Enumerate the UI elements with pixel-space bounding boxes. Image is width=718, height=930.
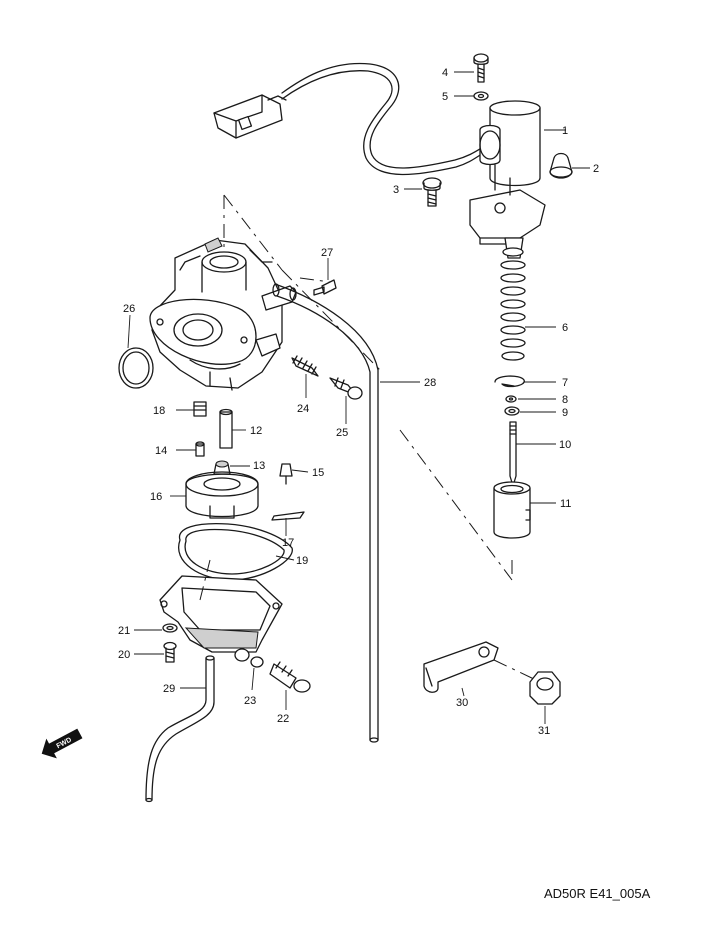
callout-25: 25 [336,427,348,439]
pilot-screw-24 [291,355,319,377]
choke-cap [549,152,573,179]
auto-choke-assembly [469,100,546,259]
callout-4: 4 [442,67,448,79]
spring-6 [500,247,526,361]
callout-28: 28 [424,377,436,389]
float-pin-17 [271,511,305,521]
callout-22: 22 [277,713,289,725]
float-needle-valve-15 [279,463,293,485]
callout-2: 2 [593,163,599,175]
callout-20: 20 [118,649,130,661]
washer-5 [473,91,489,101]
throttle-piston-11 [493,481,531,539]
callout-17: 17 [282,537,294,549]
screw-3 [422,177,442,207]
o-ring-23 [250,656,264,668]
callout-labels: 1 2 3 4 5 6 7 8 9 10 11 12 13 14 15 16 1… [118,67,599,737]
callout-19: 19 [296,555,308,567]
callout-12: 12 [250,425,262,437]
callout-9: 9 [562,407,568,419]
callout-18: 18 [153,405,165,417]
callout-8: 8 [562,394,568,406]
jet-18 [193,401,207,417]
callout-24: 24 [297,403,309,415]
callout-6: 6 [562,322,568,334]
callout-29: 29 [163,683,175,695]
washer-21 [162,623,178,633]
screw-27 [313,279,337,296]
callout-15: 15 [312,467,324,479]
clip-7 [494,375,525,388]
wire-harness [213,62,486,176]
o-ring-gasket-26 [118,347,154,389]
callout-5: 5 [442,91,448,103]
pilot-jet-14 [195,441,205,457]
wire-connector [213,94,287,139]
washer-9 [504,406,520,416]
jet-needle-10 [509,421,517,487]
float-chamber-gasket-19 [178,522,293,581]
washer-8 [505,395,517,403]
callout-27: 27 [321,247,333,259]
callout-14: 14 [155,445,167,457]
callout-7: 7 [562,377,568,389]
callout-10: 10 [559,439,571,451]
carburetor-body [149,237,297,391]
callout-1: 1 [562,125,568,137]
callout-11: 11 [560,498,571,510]
drawing-code: AD50R E41_005A [544,886,651,901]
float-16 [185,471,259,519]
main-nozzle-12 [219,408,233,449]
nut-31 [529,671,561,705]
callout-16: 16 [150,491,162,503]
callout-31: 31 [538,725,550,737]
callout-30: 30 [456,697,468,709]
fwd-label: FWD [56,737,73,751]
callout-23: 23 [244,695,256,707]
fuel-hose-28 [272,283,379,743]
assembly-reference-lines [199,194,537,681]
float-chamber [159,575,283,662]
throttle-stop-screw-25 [329,377,363,400]
callout-3: 3 [393,184,399,196]
hose-bracket-30 [423,641,499,693]
screw-4 [473,53,489,83]
callout-13: 13 [253,460,265,472]
screw-20 [163,641,177,663]
callout-leaders [127,71,590,724]
fwd-arrow-icon: FWD [41,728,83,759]
drain-hose-29 [145,655,215,803]
callout-26: 26 [123,303,135,315]
drain-screw-22 [269,661,311,693]
callout-21: 21 [118,625,130,637]
